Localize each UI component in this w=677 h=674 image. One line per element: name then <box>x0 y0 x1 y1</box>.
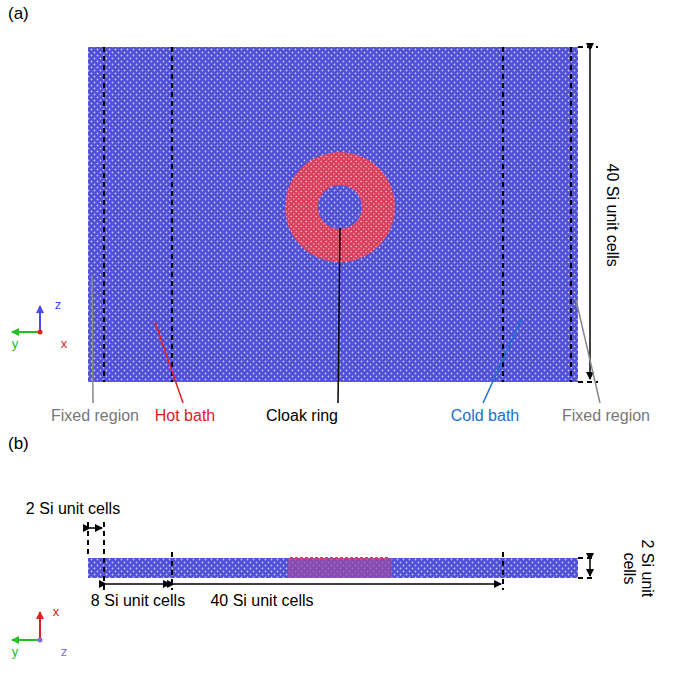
dimension-label: 40 Si unit cells <box>210 592 313 610</box>
dimension-label: Hot bath <box>153 407 217 425</box>
axis-label: x <box>53 605 60 620</box>
axis-label: y <box>12 337 19 352</box>
panel-label: (a) <box>8 4 29 24</box>
dimension-label: Cold bath <box>449 407 522 425</box>
dimension-label: 2 Si unit cells <box>620 533 657 603</box>
dimension-label: 8 Si unit cells <box>91 592 185 610</box>
axis-label: z <box>55 298 62 313</box>
dimension-label: Cloak ring <box>264 407 340 425</box>
dimension-label: Fixed region <box>49 407 141 425</box>
axis-label: z <box>61 645 68 660</box>
axis-label: x <box>61 337 68 352</box>
dimension-label: 2 Si unit cells <box>26 500 120 518</box>
panel-label: (b) <box>8 434 29 454</box>
dimension-label: 40 Si unit cells <box>603 163 621 266</box>
dimension-label: Fixed region <box>560 407 652 425</box>
axis-label: y <box>12 645 19 660</box>
